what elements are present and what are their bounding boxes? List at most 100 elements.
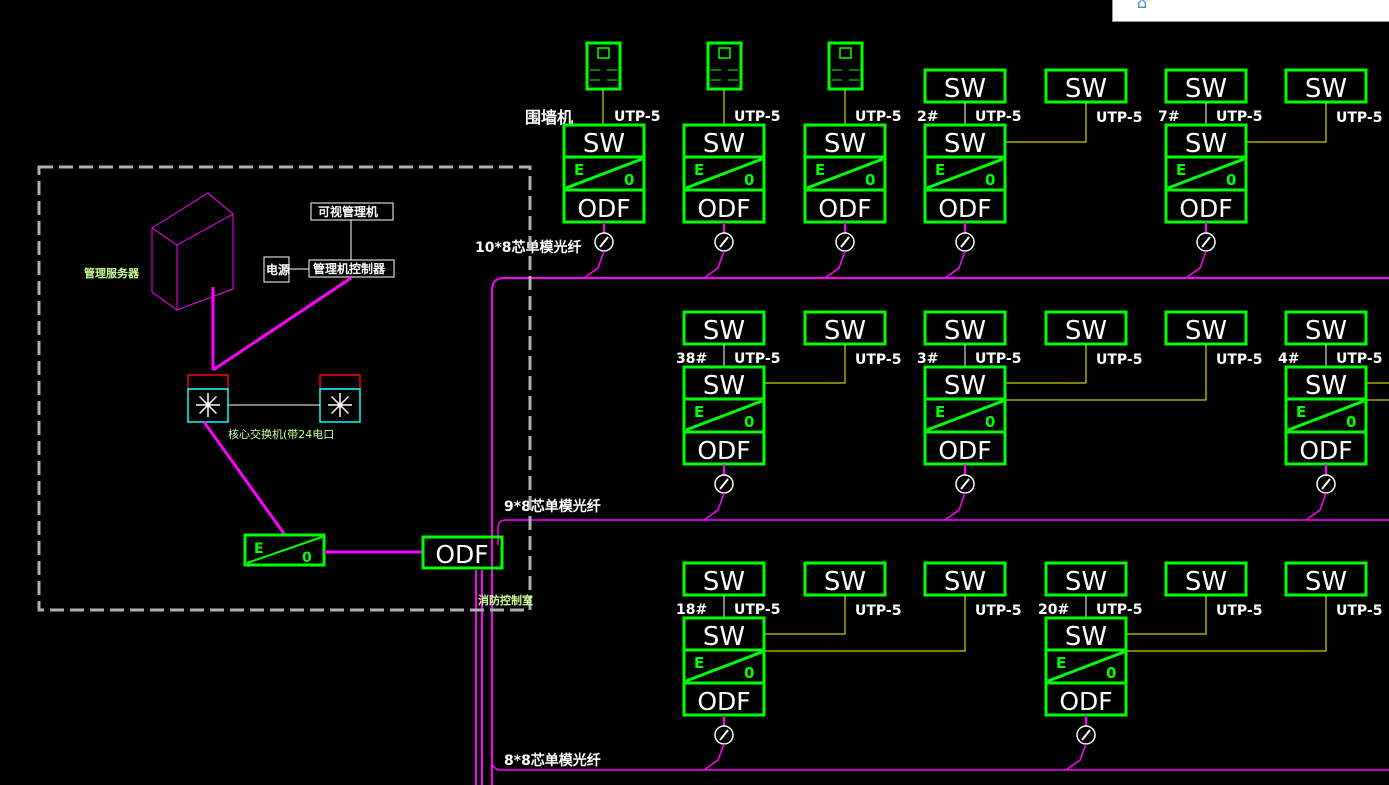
utp-label: UTP-5 [734,109,780,125]
converter-e: E [694,403,704,421]
converter-o: 0 [865,171,875,189]
visual-pc-label: 可视管理机 [318,204,378,219]
unit-tag: 7# [1158,109,1179,125]
arrow [207,404,218,415]
fiber-drop [1185,250,1207,279]
converter-diagonal [1287,399,1365,432]
unit-switch-label: SW [703,129,745,159]
utp-label: UTP-5 [1336,603,1382,619]
line [246,536,323,564]
controller-link [212,276,352,372]
core-switch-label: 核心交换机(带24电口 [228,427,334,441]
unit-switch-label: SW [944,371,986,401]
connector-glyph [960,236,970,248]
switch-label: SW [1305,74,1347,104]
utp-label: UTP-5 [1336,110,1382,126]
utp-label: UTP-5 [1216,603,1262,619]
wire [1126,595,1327,652]
switch-label: SW [824,316,866,346]
converter-e: E [694,161,704,179]
unit-odf-label: ODF [1179,194,1232,223]
camera-box [706,41,743,91]
converter-o: 0 [744,171,754,189]
utp-label: UTP-5 [734,602,780,618]
server-label: 管理服务器 [84,266,140,280]
unit-tag: 18# [676,602,707,618]
core-to-converter [202,421,287,536]
arrow [330,395,341,406]
unit-tag: 3# [917,351,938,367]
unit-switch-label: SW [1065,622,1107,652]
utp-label: UTP-5 [855,109,901,125]
converter-e: E [935,161,945,179]
unit-odf-label: ODF [1059,687,1112,716]
converter-diagonal [685,157,763,190]
camera-icon [597,47,610,59]
switch-label: SW [824,567,866,597]
converter-diagonal [926,399,1004,432]
converter-o: 0 [744,664,754,682]
converter-e: E [815,161,825,179]
wire [764,344,846,384]
wire [1005,102,1087,143]
utp-label: UTP-5 [855,352,901,368]
switch-label: SW [944,74,986,104]
unit-tag: 4# [1278,351,1299,367]
utp-label: UTP-5 [975,351,1021,367]
main-odf-label: ODF [435,540,488,569]
connector-glyph [719,478,729,490]
unit-odf-label: ODF [697,194,750,223]
arrow [339,395,350,406]
converter-diagonal [926,157,1004,190]
converter-o: 0 [1226,171,1236,189]
switch-label: SW [944,316,986,346]
fiber-drop [944,250,966,279]
unit-odf-label: ODF [818,194,871,223]
wire [1005,344,1207,401]
converter-diagonal [685,650,763,683]
utp-label: UTP-5 [1096,110,1142,126]
connector-glyph [719,729,729,741]
unit-odf-label: ODF [697,436,750,465]
fiber-label: 10*8芯单模光纤 [475,239,582,256]
utp-label: UTP-5 [734,351,780,367]
fiber-drop [703,492,725,521]
floating-panel[interactable]: ⌂ [1112,0,1389,22]
unit-switch-label: SW [703,371,745,401]
switch-label: SW [703,567,745,597]
fiber-drop [1065,743,1087,771]
converter-o: 0 [624,171,634,189]
utp-label: UTP-5 [975,603,1021,619]
fiber-drop [1305,492,1327,521]
connector-glyph [599,236,609,248]
camera-icon [718,47,731,59]
room-label: 消防控制室 [478,593,533,607]
media-converter [243,533,326,567]
converter-o: 0 [985,171,995,189]
unit-odf-label: ODF [697,687,750,716]
camera-icon [839,47,852,59]
utp-label: UTP-5 [614,109,660,125]
converter-o: 0 [1346,413,1356,431]
converter-diagonal [806,157,884,190]
converter-e: E [1176,161,1186,179]
converter-e: E [935,403,945,421]
unit-odf-label: ODF [1299,436,1352,465]
connector-glyph [1201,236,1211,248]
switch-label: SW [1185,74,1227,104]
unit-switch-label: SW [1185,129,1227,159]
unit-tag: 38# [676,351,707,367]
wire [1246,102,1327,143]
fiber-drop [703,250,725,279]
unit-odf-label: ODF [938,436,991,465]
switch-top [319,374,361,390]
utp-label: UTP-5 [855,603,901,619]
home-icon[interactable]: ⌂ [1137,0,1148,12]
converter-e: E [1056,654,1066,672]
power-label: 电源 [266,262,290,277]
unit-switch-label: SW [583,129,625,159]
utp-label: UTP-5 [975,109,1021,125]
converter-diagonal [565,157,643,190]
switch-top [187,374,229,390]
control-room-frame [37,165,532,612]
